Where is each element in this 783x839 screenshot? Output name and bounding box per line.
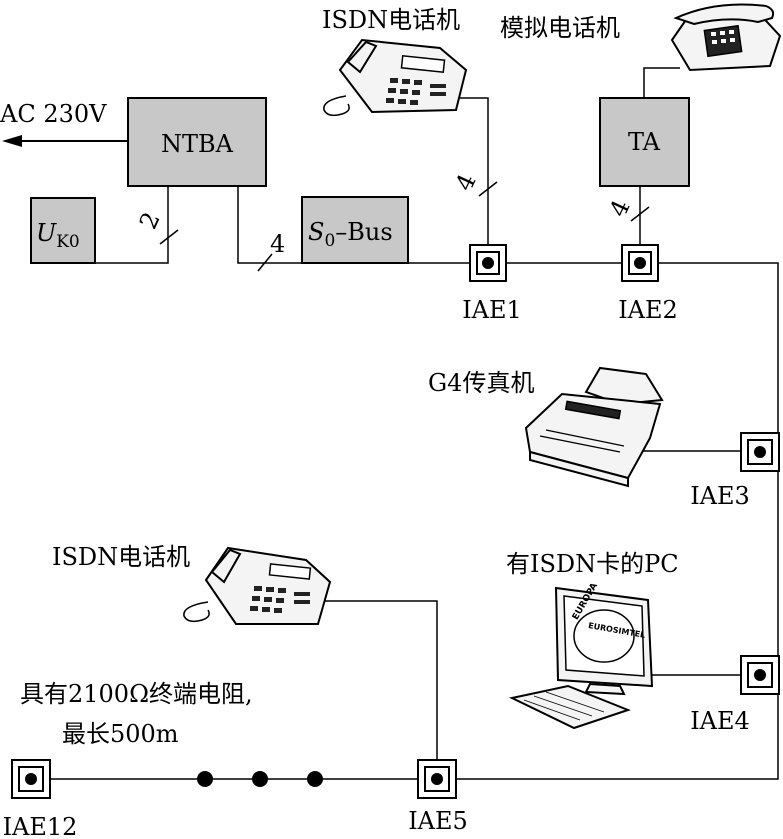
analog-phone-wire (643, 67, 680, 98)
ta-wire-count: 4 (604, 195, 636, 221)
isdn-phone-bottom-icon (183, 546, 332, 625)
pc-icon: EUROPA EUROSIMTEL (508, 581, 654, 730)
bus-ellipsis-dot-3 (307, 771, 323, 787)
uk0-wire (95, 186, 169, 264)
socket-iae5 (417, 759, 457, 799)
uk0-box (30, 197, 96, 264)
bus-wire-count: 4 (270, 230, 285, 258)
ntba-bus-wire (237, 186, 488, 264)
s0-bus-label: S0–Bus (308, 218, 393, 251)
socket-iae3 (740, 432, 780, 472)
bus-ellipsis-dot-2 (252, 771, 268, 787)
power-label: AC 230V (0, 100, 107, 128)
uk0-label: UK0 (36, 219, 80, 252)
iae4-label: IAE4 (690, 707, 750, 735)
termination-note-line2: 最长500m (62, 720, 179, 748)
isdn-phone1-wire-count: 4 (450, 169, 482, 195)
isdn-phone-top-icon (323, 38, 468, 117)
analog-phone-label: 模拟电话机 (500, 14, 620, 42)
iae3-label: IAE3 (690, 482, 750, 510)
fax-label: G4传真机 (428, 369, 534, 397)
iae5-label: IAE5 (408, 807, 468, 835)
isdn-phone1-wire (457, 97, 489, 263)
uk0-wire-tick (159, 229, 179, 245)
ta-wire-tick (630, 206, 650, 222)
socket-iae12 (11, 759, 51, 799)
uk0-wire-count: 2 (134, 208, 166, 234)
socket-iae2 (621, 244, 659, 282)
ta-box (599, 97, 690, 187)
bus-trunk (437, 262, 779, 780)
termination-note-line1: 具有2100Ω终端电阻, (20, 680, 253, 708)
isdn-phone-bottom-label: ISDN电话机 (52, 543, 190, 571)
bus-wire-tick (257, 253, 273, 272)
power-arrow (2, 135, 128, 147)
ntba-box (127, 97, 267, 187)
isdn-phone2-wire (318, 600, 438, 779)
pc-label: 有ISDN卡的PC (506, 550, 679, 578)
iae1-label: IAE1 (462, 296, 522, 324)
ntba-label: NTBA (161, 130, 234, 158)
iae2-label: IAE2 (618, 296, 678, 324)
socket-iae1 (469, 244, 507, 282)
bus-ellipsis-dot-1 (197, 771, 213, 787)
socket-iae4 (740, 655, 780, 695)
fax-icon (524, 366, 664, 488)
isdn-phone1-wire-tick (478, 181, 498, 197)
ta-label: TA (628, 128, 661, 156)
iae12-label: IAE12 (3, 813, 78, 839)
isdn-phone-top-label: ISDN电话机 (322, 6, 460, 34)
analog-phone-icon (670, 3, 782, 72)
